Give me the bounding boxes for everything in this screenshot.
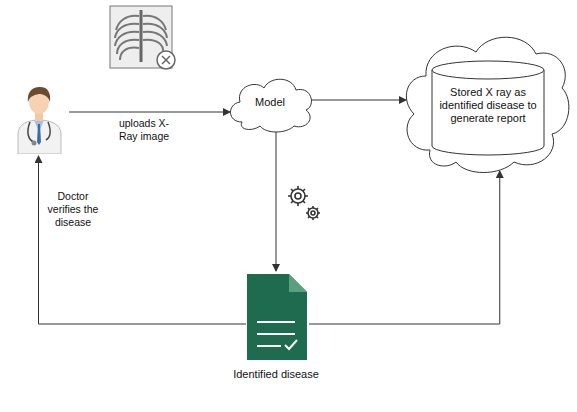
flow-arrow (69, 112, 230, 113)
node-text: Model (238, 96, 302, 109)
flow-arrow (39, 156, 247, 324)
report-document: Identified disease (243, 272, 309, 402)
gears-icon (288, 186, 320, 220)
model-cloud: Model (222, 72, 318, 134)
edge-label: uploads X-Ray image (112, 117, 176, 143)
flow-arrow (276, 132, 277, 271)
flow-arrow (309, 171, 500, 324)
storage-cloud: Stored X ray as identified disease to ge… (400, 30, 572, 175)
node-text: Stored X ray as identified disease to ge… (436, 86, 540, 125)
xray-icon (110, 6, 175, 69)
flow-arrow (311, 100, 406, 101)
document-icon (243, 272, 309, 362)
node-text: Identified disease (233, 368, 319, 381)
doctor-icon (12, 82, 67, 154)
edge-label: Doctor verifies the disease (46, 190, 100, 229)
doctor-actor (12, 82, 67, 154)
